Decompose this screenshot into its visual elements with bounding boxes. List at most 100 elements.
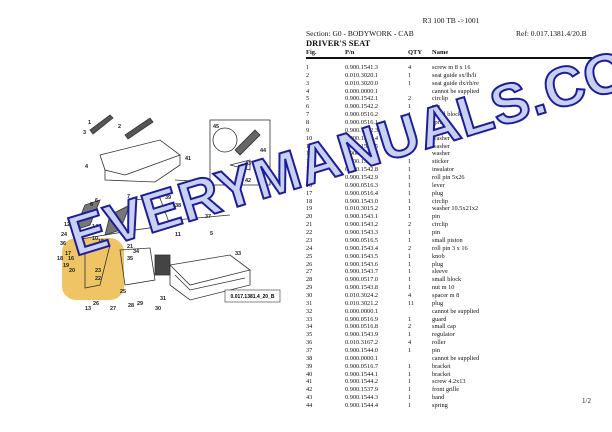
- cell-pn: 0.900.1543.6: [345, 260, 379, 268]
- cell-name: nut m 10: [432, 284, 455, 292]
- cell-qty: 1: [408, 158, 412, 166]
- cell-qty: 2: [408, 323, 412, 331]
- cell-fig: 7: [306, 111, 310, 119]
- callout-label: 35: [127, 256, 133, 262]
- cell-qty: 1: [408, 260, 412, 268]
- callout-label: 30: [155, 306, 161, 312]
- callout-label: 4: [85, 164, 89, 170]
- cell-name: circlip: [432, 197, 449, 205]
- cell-fig: 29: [306, 284, 313, 292]
- cell-name: spring: [432, 401, 448, 409]
- callout-label: 19: [63, 263, 69, 269]
- cell-name: sticker: [432, 158, 449, 166]
- callout-label: 12: [64, 222, 70, 228]
- cell-qty: 2: [408, 221, 412, 229]
- cell-pn: 0.900.1544.0: [345, 346, 379, 354]
- cell-qty: 1: [408, 346, 412, 354]
- cell-name: roll pin 3 x 16: [432, 244, 468, 252]
- cell-name: washer: [432, 134, 450, 142]
- cell-fig: 41: [306, 378, 313, 386]
- cell-name: insulator: [432, 166, 455, 174]
- cell-pn: 0.010.3167.2: [345, 339, 379, 347]
- cell-qty: 1: [408, 252, 412, 260]
- cell-pn: 0.900.1542.5: [345, 142, 379, 150]
- cell-fig: 1: [306, 64, 310, 71]
- column-header-qty: QTY: [408, 49, 423, 56]
- cell-qty: 1: [408, 394, 412, 402]
- cell-qty: 1: [408, 79, 412, 87]
- cell-pn: 0.900.0516.4: [345, 189, 379, 197]
- cell-fig: 39: [306, 362, 313, 370]
- callout-label: 13: [85, 306, 91, 312]
- cell-pn: 0.900.1542.6: [345, 150, 379, 158]
- callout-label: 6: [95, 198, 98, 204]
- cell-fig: 40: [306, 370, 313, 378]
- cell-name: seat guide dx/rh/re: [432, 79, 479, 87]
- cell-pn: 0.900.0516.2: [345, 111, 379, 119]
- callout-label: 43: [245, 161, 251, 167]
- cell-name: bracket: [432, 370, 451, 378]
- cell-qty: 1: [408, 205, 412, 213]
- cell-pn: 0.000.0000.1: [345, 354, 379, 362]
- cell-pn: 0.900.1543.0: [345, 197, 379, 205]
- cell-pn: 0.900.1543.1: [345, 213, 379, 221]
- cell-pn: 0.900.1542.7: [345, 158, 379, 166]
- cell-qty: 1: [408, 134, 412, 142]
- callout-label: 34: [133, 249, 140, 255]
- cell-pn: 0.900.1543.5: [345, 252, 379, 260]
- column-header-pn: P/n: [345, 49, 355, 56]
- cell-name: screw 4.2x13: [432, 378, 466, 386]
- cell-fig: 20: [306, 213, 313, 221]
- cell-fig: 27: [306, 268, 313, 276]
- cell-pn: 0.900.1542.8: [345, 166, 379, 174]
- callout-label: 41: [185, 156, 191, 162]
- callout-label: 17: [65, 251, 71, 257]
- cell-fig: 2: [306, 71, 310, 79]
- cell-name: spacer m 8: [432, 291, 460, 299]
- cell-name: plug: [432, 260, 444, 268]
- cell-name: lever: [432, 181, 445, 189]
- callout-label: 37: [205, 214, 211, 220]
- cell-fig: 36: [306, 339, 313, 347]
- cell-qty: 1: [408, 189, 412, 197]
- cell-fig: 5: [306, 95, 310, 103]
- section-label: Section: G0 - BODYWORK - CAB: [306, 29, 414, 38]
- cell-qty: 1: [408, 236, 412, 244]
- cell-pn: 0.000.0000.1: [345, 307, 379, 315]
- cell-pn: 0.900.1542.2: [345, 103, 379, 111]
- callout-label: 27: [110, 306, 116, 312]
- cell-fig: 34: [306, 323, 313, 331]
- page-heading: DRIVER'S SEAT: [306, 38, 371, 48]
- cell-name: screw m 8 x 16: [432, 64, 471, 71]
- cell-pn: 0.900.0516.9: [345, 315, 379, 323]
- cell-name: pin: [432, 103, 441, 111]
- cell-name: regulator: [432, 331, 455, 339]
- cell-qty: 1: [408, 284, 412, 292]
- cell-fig: 23: [306, 236, 313, 244]
- cell-fig: 37: [306, 346, 313, 354]
- callout-label: 24: [61, 232, 68, 238]
- cell-pn: 0.900.1542.4: [345, 134, 379, 142]
- cell-name: sleeve: [432, 268, 448, 276]
- callout-label: 20: [69, 268, 75, 274]
- cell-qty: 1: [408, 276, 412, 284]
- cell-name: circlip: [432, 95, 449, 103]
- cell-qty: 4: [408, 339, 412, 347]
- cell-qty: 2: [408, 244, 412, 252]
- callout-label: 7: [127, 194, 130, 200]
- cell-qty: 1: [408, 386, 412, 394]
- cell-pn: 0.900.1543.3: [345, 229, 379, 237]
- callout-label: 44: [260, 148, 267, 154]
- cell-pn: 0.900.1543.8: [345, 284, 379, 292]
- callout-label: 3: [83, 130, 86, 136]
- column-header-fig: Fig.: [306, 49, 317, 56]
- callout-label: 29: [137, 301, 143, 307]
- callout-label: 23: [95, 268, 101, 274]
- cell-qty: 1: [408, 111, 412, 119]
- cell-fig: 9: [306, 126, 310, 134]
- cell-name: washer 10.5x21x2: [432, 205, 479, 213]
- column-header-name: Name: [432, 49, 449, 56]
- cell-qty: 1: [408, 103, 412, 111]
- cell-qty: 2: [408, 142, 412, 150]
- cell-pn: 0.900.1542.1: [345, 95, 379, 103]
